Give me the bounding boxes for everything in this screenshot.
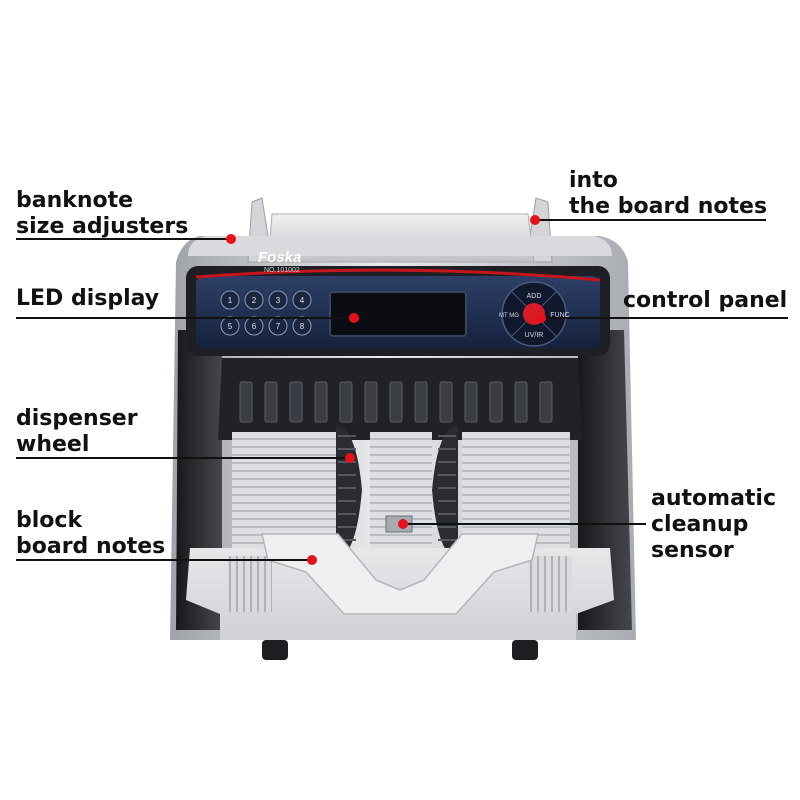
callout-line: cleanup	[651, 512, 749, 537]
foot-right	[512, 640, 538, 660]
pad-label-bottom: UV/IR	[525, 332, 544, 339]
feed-roller	[514, 381, 528, 423]
keypad-key[interactable]: 2	[244, 290, 264, 310]
keypad-key[interactable]: 3	[268, 290, 288, 310]
callout-line: control panel	[623, 288, 788, 313]
feed-roller	[464, 381, 478, 423]
dispenser-wheel-right	[432, 426, 458, 558]
marker-dot	[349, 313, 359, 323]
pad-label-right: FUNC	[550, 312, 569, 319]
callout-line: LED display	[16, 286, 160, 311]
keypad-key-number: 4	[300, 296, 305, 305]
callout-line: wheel	[16, 432, 90, 457]
keypad-key[interactable]: 5	[220, 316, 240, 336]
marker-dot	[398, 519, 408, 529]
callout-block-board-notes: block board notes	[16, 508, 165, 560]
leader-line	[540, 317, 788, 319]
leader-line	[16, 559, 312, 561]
callout-line: block	[16, 508, 83, 533]
tray-ribs-left	[228, 556, 272, 612]
foot-left	[262, 640, 288, 660]
keypad-key-number: 6	[252, 322, 257, 331]
stacker-center	[370, 432, 432, 556]
callout-led-display: LED display	[16, 286, 159, 312]
leader-line	[16, 457, 350, 459]
keypad-key-number: 5	[228, 322, 233, 331]
keypad-key-number: 8	[300, 322, 305, 331]
feed-roller	[264, 381, 278, 423]
feed-roller	[389, 381, 403, 423]
marker-dot	[530, 215, 540, 225]
leader-line	[402, 523, 646, 525]
numeric-keypad: 1 2 3 4 5 6 7 8	[220, 290, 312, 336]
leader-line	[536, 219, 766, 221]
feed-roller	[289, 381, 303, 423]
keypad-key[interactable]: 8	[292, 316, 312, 336]
keypad-key[interactable]: 7	[268, 316, 288, 336]
feed-roller	[489, 381, 503, 423]
pad-label-left: MT MG	[499, 313, 519, 319]
dispenser-wheel-teeth	[338, 435, 456, 541]
keypad-key-number: 2	[252, 296, 257, 305]
callout-line: sensor	[651, 538, 734, 563]
control-pad: ADD MT MG FUNC UV/IR	[499, 281, 570, 347]
callout-line: banknote	[16, 188, 134, 213]
keypad-key[interactable]: 4	[292, 290, 312, 310]
callout-line: board notes	[16, 534, 166, 559]
tray-ribs-right	[528, 556, 572, 612]
top-shell	[188, 236, 612, 256]
callout-line: the board notes	[569, 194, 768, 219]
brand-model: NO.101002	[264, 267, 300, 274]
feed-roller	[414, 381, 428, 423]
feed-roller	[439, 381, 453, 423]
feed-roller	[339, 381, 353, 423]
callout-line: automatic	[651, 486, 777, 511]
marker-dot	[307, 555, 317, 565]
callout-into-the-board-notes: into the board notes	[569, 168, 767, 220]
callout-line: size adjusters	[16, 214, 189, 239]
marker-dot	[226, 234, 236, 244]
note-stop-guard	[261, 533, 539, 615]
feed-roller	[314, 381, 328, 423]
brand-logo: Foska	[258, 249, 301, 266]
callout-control-panel: control panel	[623, 288, 787, 314]
leader-line	[16, 317, 354, 319]
marker-dot	[536, 313, 546, 323]
keypad-key-number: 7	[276, 322, 281, 331]
feed-roller	[364, 381, 378, 423]
led-display	[329, 291, 467, 337]
keypad-key-number: 1	[228, 296, 233, 305]
callout-banknote-size-adjusters: banknote size adjusters	[16, 188, 188, 240]
leader-line	[16, 238, 232, 240]
marker-dot	[345, 453, 355, 463]
callout-automatic-cleanup-sensor: automatic cleanup sensor	[651, 486, 776, 564]
panel-red-stripe	[195, 268, 601, 282]
feed-roller	[539, 381, 553, 423]
dispenser-wheel-left	[336, 426, 362, 558]
pad-label-top: ADD	[527, 293, 542, 300]
keypad-key[interactable]: 6	[244, 316, 264, 336]
callout-line: dispenser	[16, 406, 138, 431]
callout-line: into	[569, 168, 618, 193]
feed-roller	[239, 381, 253, 423]
feed-rollers	[239, 381, 553, 423]
callout-dispenser-wheel: dispenser wheel	[16, 406, 138, 458]
keypad-key-number: 3	[276, 296, 281, 305]
keypad-key[interactable]: 1	[220, 290, 240, 310]
